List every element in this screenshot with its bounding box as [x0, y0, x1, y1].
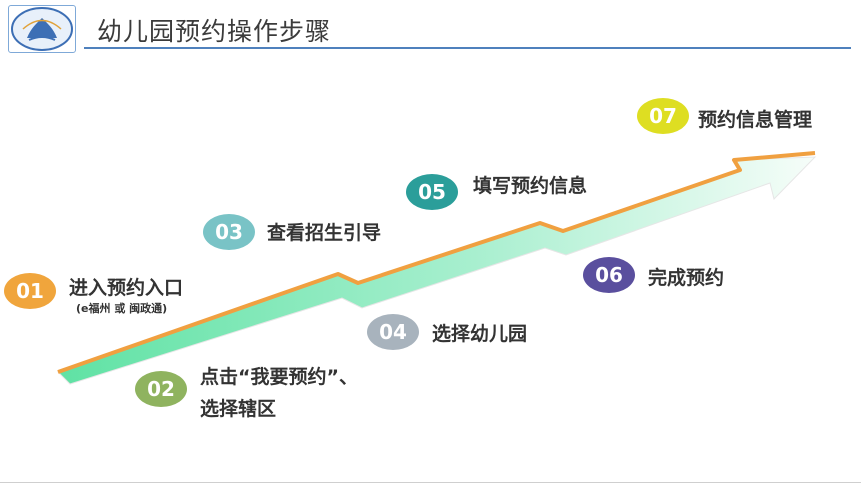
- title-divider: [84, 47, 851, 49]
- step-01-badge: 01: [4, 273, 56, 309]
- step-04-label: 选择幼儿园: [432, 323, 528, 345]
- step-02-label: 点击“我要预约”、: [200, 366, 358, 388]
- step-06-badge: 06: [583, 257, 635, 293]
- step-01-sub: (e福州 或 闽政通): [76, 302, 168, 315]
- step-03-badge: 03: [203, 214, 255, 250]
- footer-divider: [0, 482, 861, 483]
- school-logo-icon: [8, 5, 76, 53]
- step-02-badge: 02: [135, 371, 187, 407]
- step-05-badge: 05: [406, 174, 458, 210]
- step-07-badge: 07: [637, 98, 689, 134]
- step-03-label: 查看招生引导: [267, 222, 382, 244]
- step-05-label: 填写预约信息: [473, 175, 588, 197]
- step-02-label-line2: 选择辖区: [200, 398, 277, 420]
- step-01-label: 进入预约入口: [69, 277, 184, 299]
- step-06-label: 完成预约: [648, 267, 725, 289]
- page-title: 幼儿园预约操作步骤: [97, 17, 332, 46]
- step-04-badge: 04: [367, 314, 419, 350]
- step-07-label: 预约信息管理: [698, 109, 813, 131]
